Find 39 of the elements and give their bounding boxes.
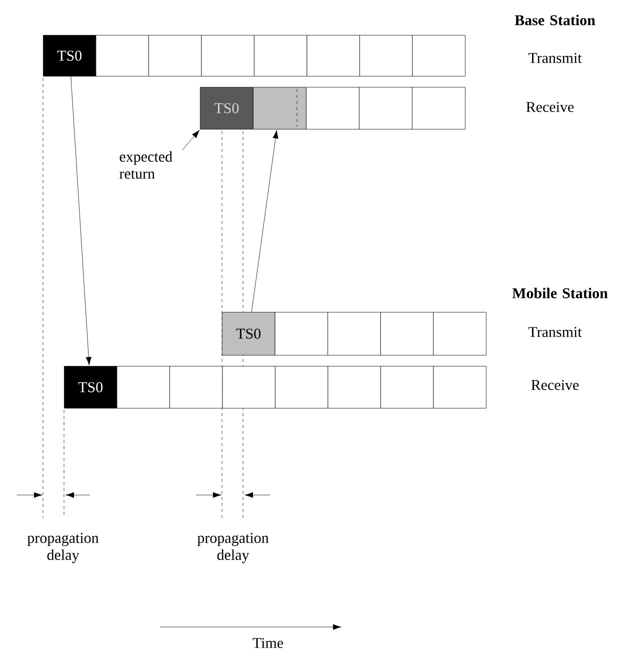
row-label: Receive [526,102,574,112]
axis-label: Time [252,638,284,648]
time-slot [412,35,466,76]
row-label: Transmit [528,326,582,338]
time-slot [275,366,328,408]
time-slot: TS0 [222,312,276,356]
time-slot [148,35,202,76]
time-slot [380,312,434,356]
arrow [251,130,278,312]
time-slot [222,366,276,408]
time-slot: TS0 [200,87,254,130]
time-slot [380,366,434,408]
station-title: Mobile Station [512,288,608,298]
time-slot [170,366,223,408]
time-slot [274,312,328,356]
leader-arrow [182,130,200,150]
time-slot [306,35,360,76]
time-slot [412,87,466,130]
time-slot [116,366,170,408]
row-label: Receive [531,380,579,390]
time-slot [360,35,413,76]
dimension-label: propagation delay [27,532,99,564]
time-slot [433,312,486,356]
row-label: Transmit [528,52,582,64]
time-slot [328,366,381,408]
station-title: Base Station [514,14,596,26]
time-slot [253,87,306,130]
time-slot [359,87,412,130]
time-slot: TS0 [43,35,96,76]
time-slot [254,35,308,76]
time-slot [96,35,149,76]
time-slot [201,35,254,76]
time-slot [328,312,381,356]
time-slot [306,87,360,130]
time-slot: TS0 [64,366,118,408]
annotation-text: expected return [120,151,172,179]
arrow [70,76,92,366]
dimension-label: propagation delay [197,532,269,564]
time-slot [433,366,486,408]
